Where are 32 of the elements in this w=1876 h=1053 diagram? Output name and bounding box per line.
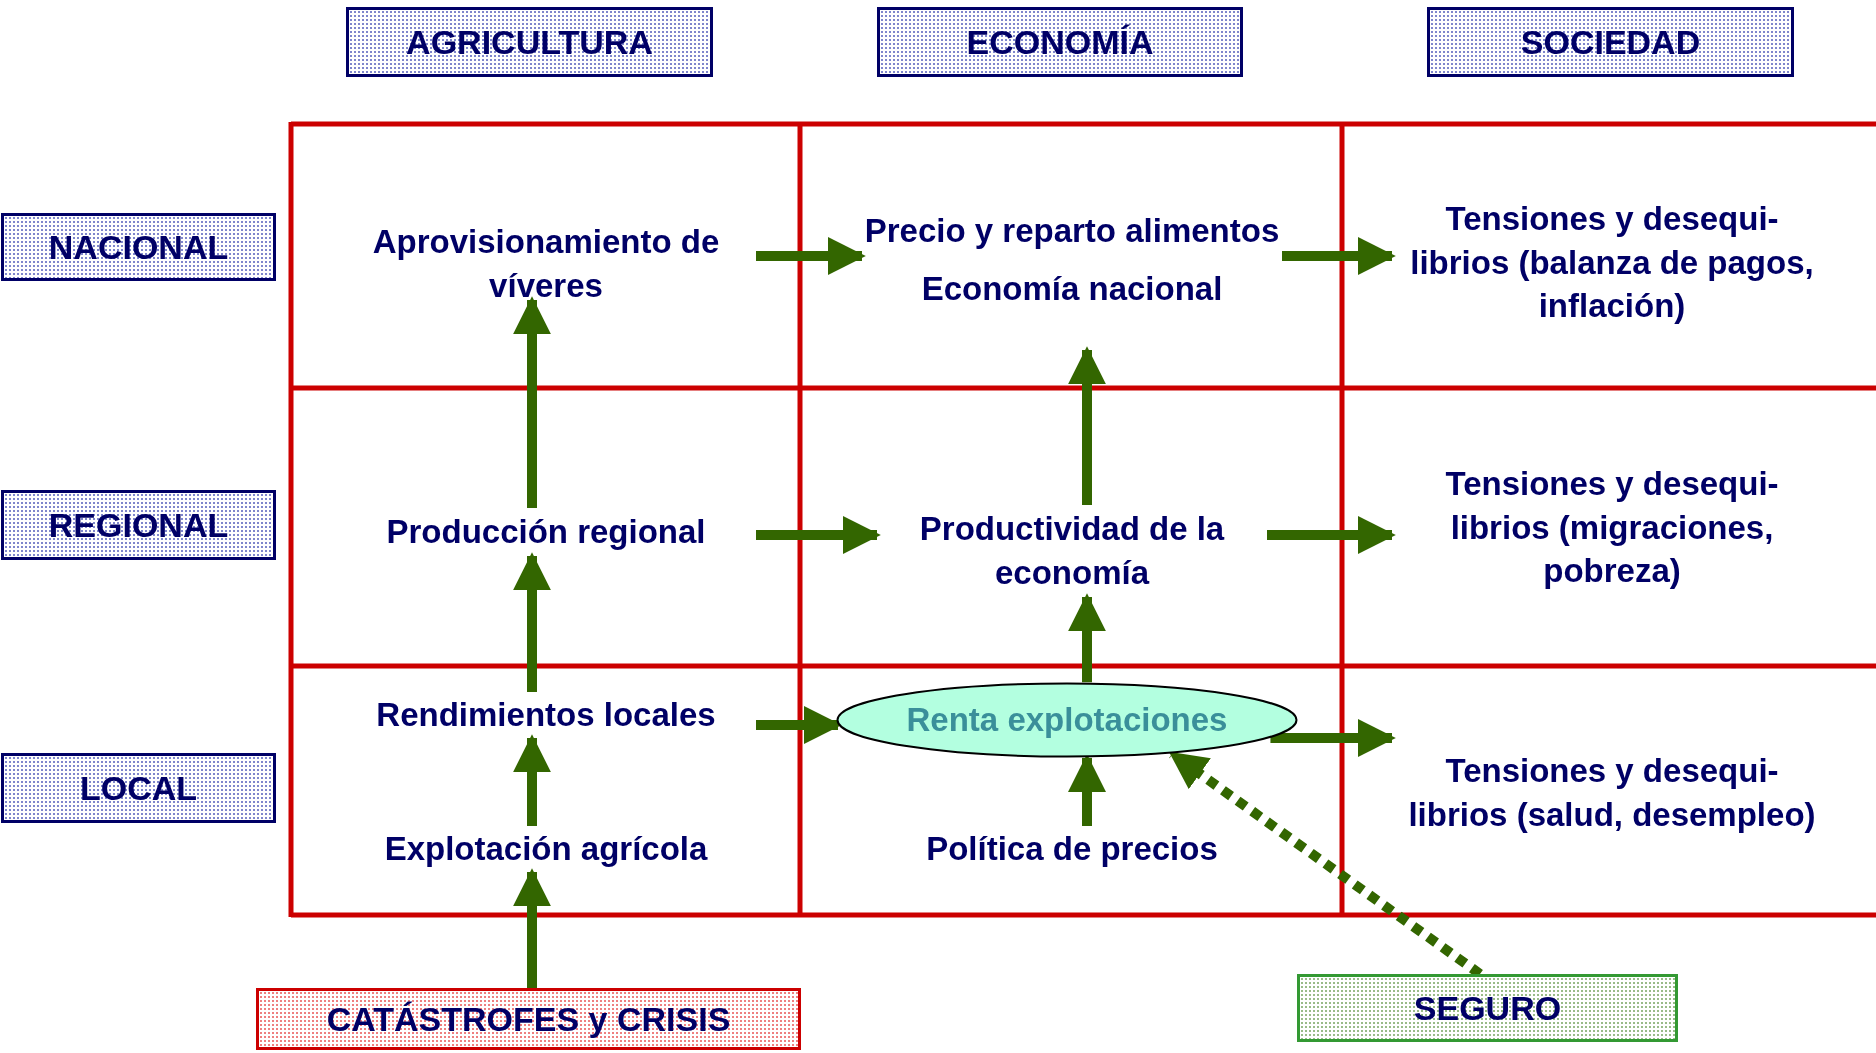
arrow bbox=[756, 237, 866, 275]
arrow bbox=[513, 296, 551, 508]
node-text: Producción regional bbox=[386, 512, 706, 553]
arrow bbox=[513, 552, 551, 692]
arrow bbox=[1270, 719, 1396, 757]
arrow bbox=[513, 868, 551, 988]
node-text: Aprovisionamiento de víveres bbox=[371, 222, 721, 306]
node-text: Economía nacional bbox=[921, 269, 1223, 309]
category-label: NACIONAL bbox=[1, 213, 276, 281]
arrow bbox=[756, 706, 842, 744]
category-label: AGRICULTURA bbox=[346, 7, 713, 77]
node-text: Tensiones y desequi- librios (balanza de pagos, inflación) bbox=[1409, 199, 1815, 327]
node-text: Tensiones y desequi- librios (migraciones, pobreza) bbox=[1444, 464, 1780, 592]
category-label: ECONOMÍA bbox=[877, 7, 1243, 77]
node-text: Precio y reparto alimentos bbox=[864, 211, 1280, 252]
arrow bbox=[513, 734, 551, 826]
arrow bbox=[1267, 516, 1396, 554]
node-text: Explotación agrícola bbox=[384, 829, 708, 870]
factor-label: CATÁSTROFES y CRISIS bbox=[256, 988, 801, 1050]
node-text: Rendimientos locales bbox=[376, 695, 716, 736]
category-label: REGIONAL bbox=[1, 490, 276, 560]
arrow bbox=[1282, 237, 1396, 275]
category-label: SOCIEDAD bbox=[1427, 7, 1794, 77]
arrow bbox=[1068, 593, 1106, 683]
category-label: LOCAL bbox=[1, 753, 276, 823]
node-text: Renta explotaciones bbox=[906, 700, 1228, 741]
node-text: Productividad de la economía bbox=[918, 509, 1226, 593]
node-text: Tensiones y desequi- librios (salud, desempleo) bbox=[1407, 750, 1817, 835]
arrow bbox=[756, 516, 881, 554]
factor-label: SEGURO bbox=[1297, 974, 1678, 1042]
node-text: Política de precios bbox=[926, 829, 1218, 870]
arrow bbox=[1068, 346, 1106, 505]
